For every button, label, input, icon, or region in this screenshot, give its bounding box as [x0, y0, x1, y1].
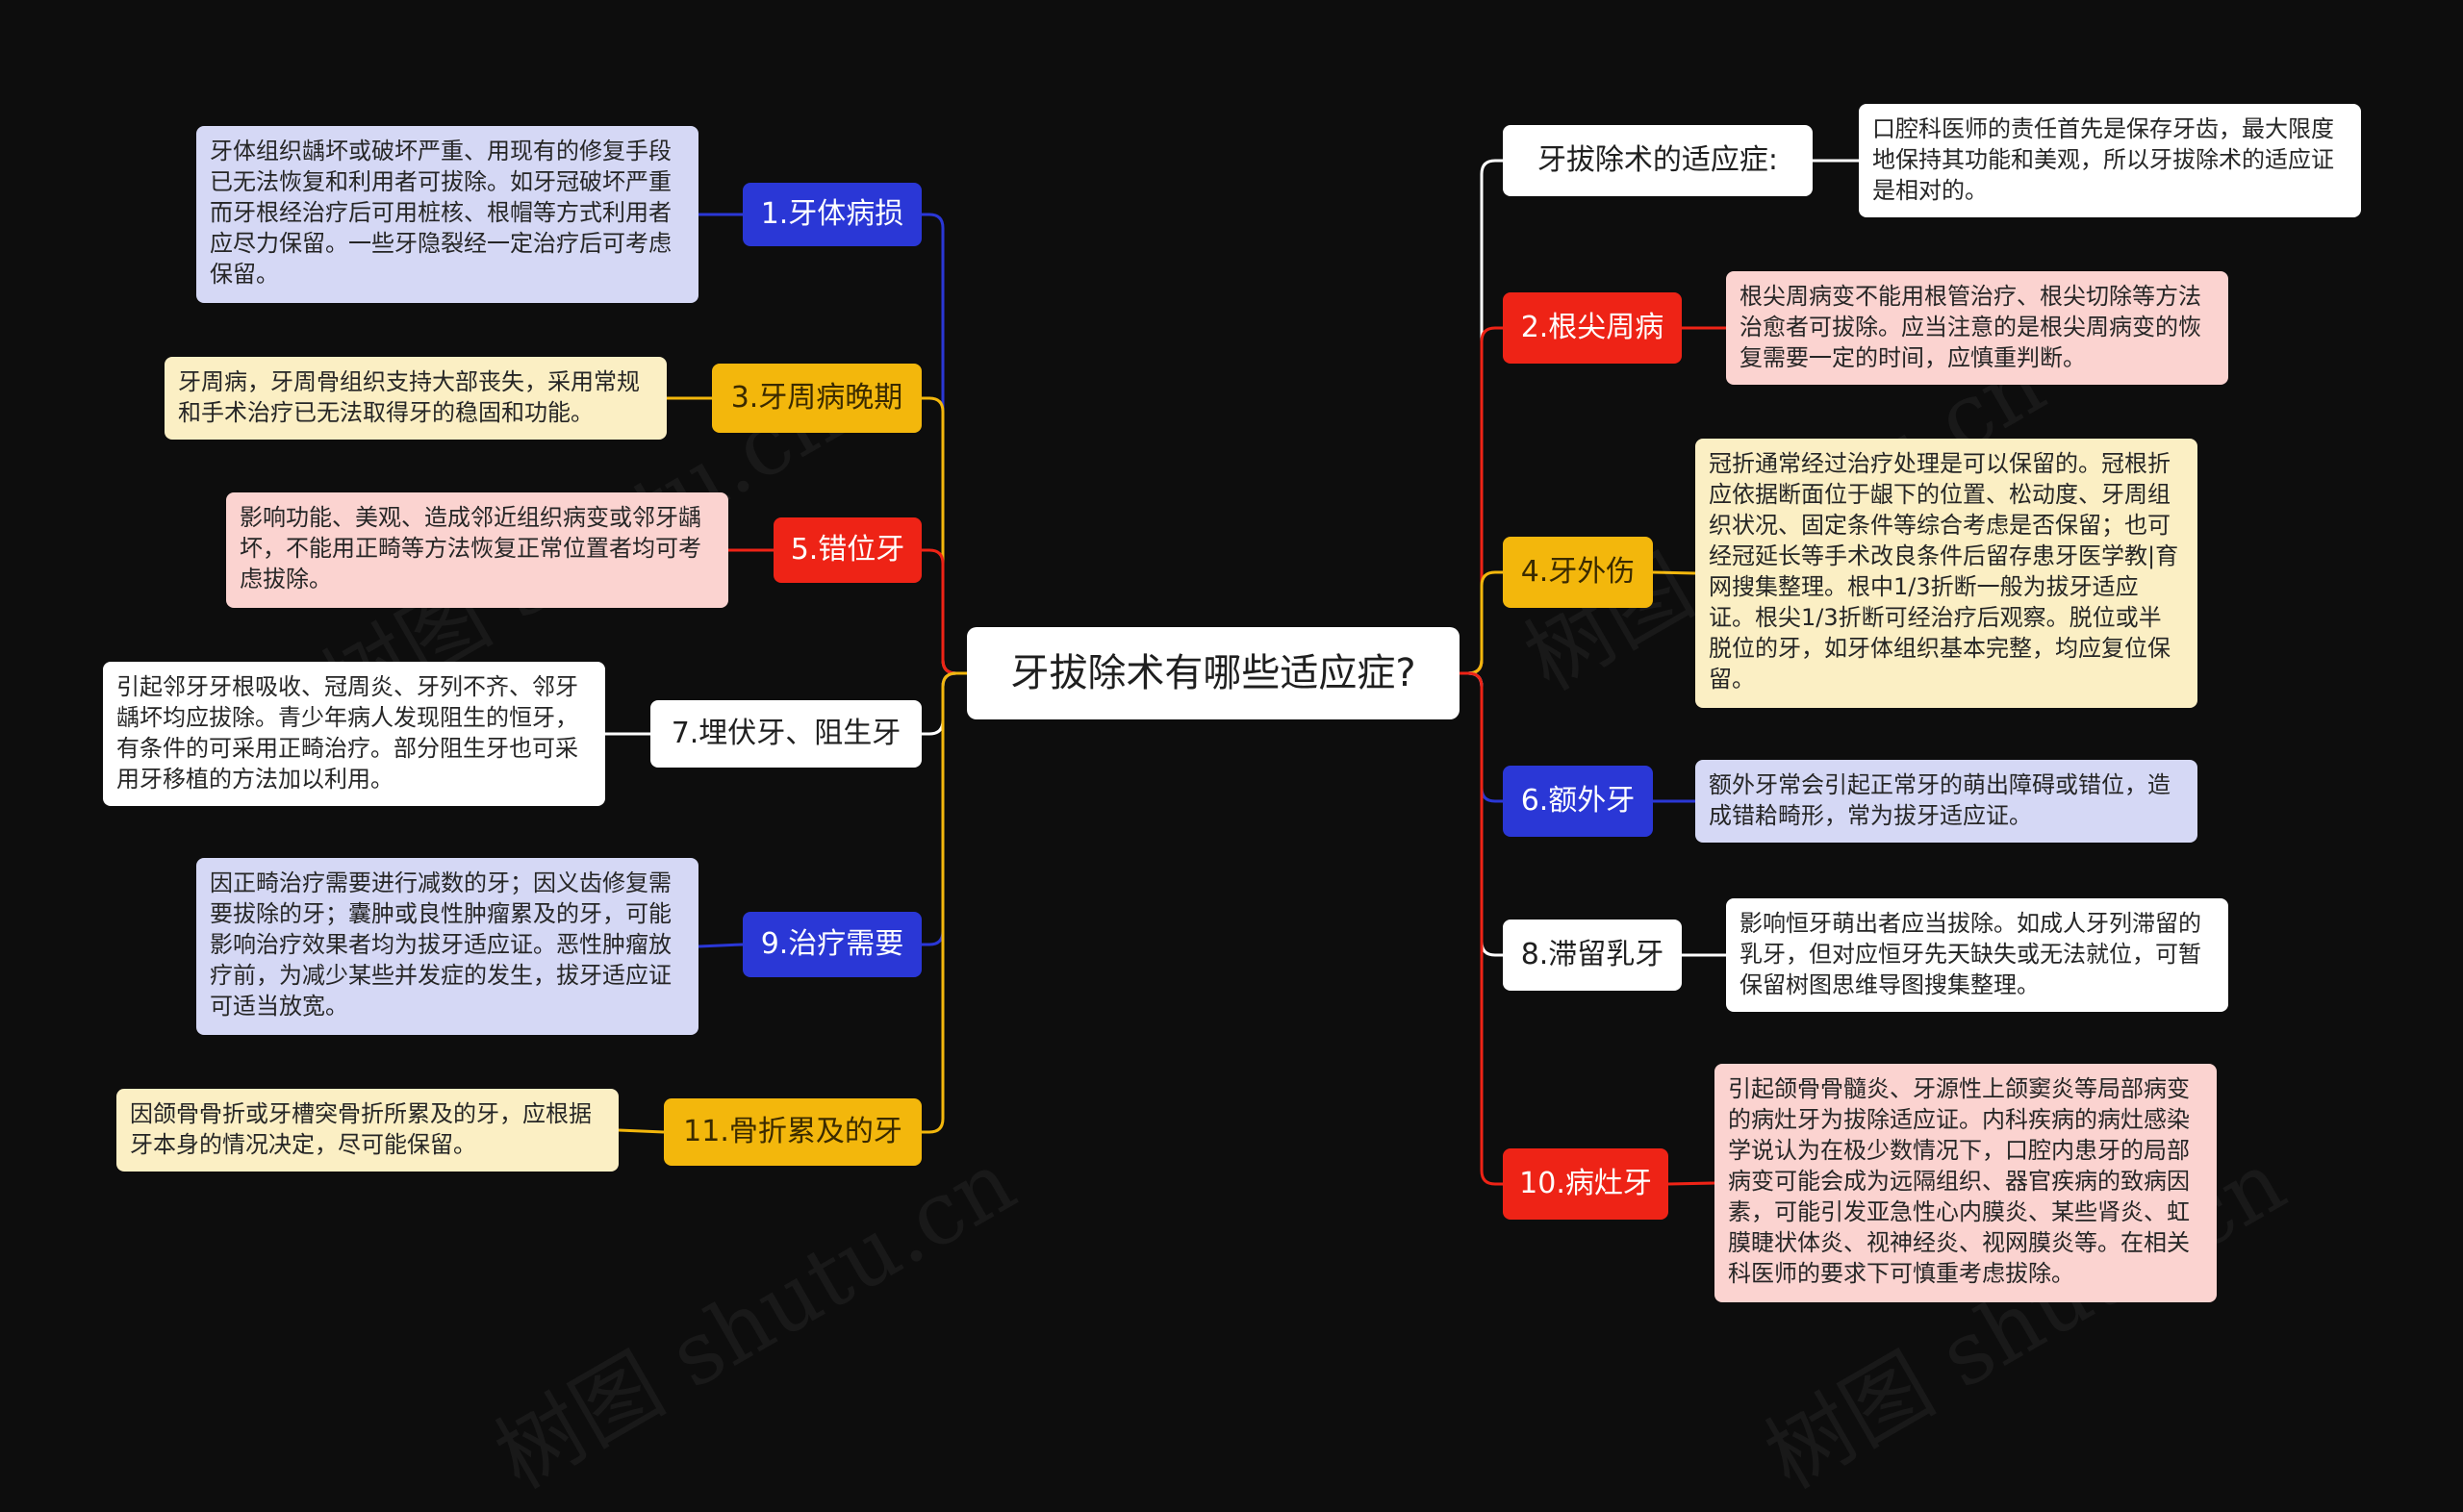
note-10: 引起颌骨骨髓炎、牙源性上颌窦炎等局部病变的病灶牙为拔除适应证。内科疾病的病灶感染… — [1714, 1064, 2217, 1302]
branch-6[interactable]: 6.额外牙 — [1503, 766, 1653, 837]
link-branch-5 — [922, 548, 967, 675]
note-4: 冠折通常经过治疗处理是可以保留的。冠根折应依据断面位于龈下的位置、松动度、牙周组… — [1695, 439, 2197, 708]
note-2: 根尖周病变不能用根管治疗、根尖切除等方法治愈者可拔除。应当注意的是根尖周病变的恢… — [1726, 271, 2228, 385]
branch-3[interactable]: 3.牙周病晚期 — [712, 364, 922, 433]
note-3: 牙周病，牙周骨组织支持大部丧失，采用常规和手术治疗已无法取得牙的稳固和功能。 — [165, 357, 667, 440]
branch-11[interactable]: 11.骨折累及的牙 — [664, 1098, 922, 1166]
branch-4[interactable]: 4.牙外伤 — [1503, 537, 1653, 608]
note-1: 牙体组织龋坏或破坏严重、用现有的修复手段已无法恢复和利用者可拔除。如牙冠破坏严重… — [196, 126, 698, 303]
link-note-10 — [1667, 1181, 1715, 1186]
note-7: 引起邻牙牙根吸收、冠周炎、牙列不齐、邻牙龋坏均应拔除。青少年病人发现阻生的恒牙，… — [103, 662, 605, 806]
note-indications: 口腔科医师的责任首先是保存牙齿，最大限度地保持其功能和美观，所以牙拔除术的适应证… — [1859, 104, 2361, 217]
branch-2[interactable]: 2.根尖周病 — [1503, 292, 1682, 364]
link-note-11 — [618, 1128, 665, 1134]
link-note-9 — [698, 943, 744, 948]
branch-indications[interactable]: 牙拔除术的适应症: — [1503, 125, 1813, 196]
note-6: 额外牙常会引起正常牙的萌出障碍或错位，造成错耠畸形，常为拔牙适应证。 — [1695, 760, 2197, 843]
branch-10[interactable]: 10.病灶牙 — [1503, 1148, 1668, 1220]
branch-1[interactable]: 1.牙体病损 — [743, 183, 922, 246]
link-branch-11 — [922, 671, 967, 1134]
note-11: 因颌骨骨折或牙槽突骨折所累及的牙，应根据牙本身的情况决定，尽可能保留。 — [116, 1089, 619, 1172]
note-8: 影响恒牙萌出者应当拔除。如成人牙列滞留的乳牙，但对应恒牙先天缺失或无法就位，可暂… — [1726, 898, 2228, 1012]
link-note-4 — [1652, 570, 1696, 575]
branch-7[interactable]: 7.埋伏牙、阻生牙 — [650, 700, 922, 768]
root-topic[interactable]: 牙拔除术有哪些适应症? — [967, 627, 1460, 719]
branch-9[interactable]: 9.治疗需要 — [743, 912, 922, 977]
branch-8[interactable]: 8.滞留乳牙 — [1503, 920, 1682, 991]
connector-lines — [605, 159, 1859, 1186]
link-branch-10 — [1460, 671, 1503, 1186]
note-5: 影响功能、美观、造成邻近组织病变或邻牙龋坏，不能用正畸等方法恢复正常位置者均可考… — [226, 492, 728, 608]
link-branch-4 — [1460, 570, 1503, 675]
branch-5[interactable]: 5.错位牙 — [774, 517, 922, 583]
note-9: 因正畸治疗需要进行减数的牙；因义齿修复需要拔除的牙；囊肿或良性肿瘤累及的牙，可能… — [196, 858, 698, 1035]
